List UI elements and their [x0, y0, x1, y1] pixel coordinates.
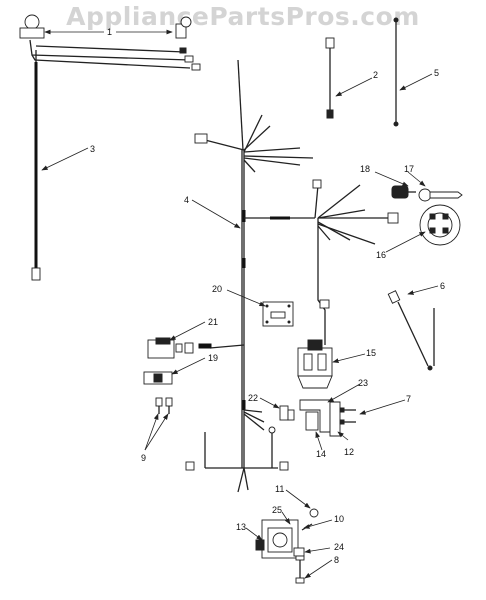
callout-15: 15	[366, 348, 376, 358]
callout-2: 2	[373, 70, 378, 80]
callout-11: 11	[275, 484, 284, 494]
part-5-wire	[393, 17, 399, 127]
callout-1: 1	[107, 27, 112, 37]
callout-5: 5	[434, 68, 439, 78]
callout-9: 9	[141, 453, 146, 463]
callout-25: 25	[272, 505, 282, 515]
part-18-key-cover	[391, 185, 416, 199]
part-6-wire	[387, 290, 435, 371]
part-19-connector	[143, 371, 173, 385]
part-4-main-harness	[185, 59, 399, 493]
callout-3: 3	[90, 144, 95, 154]
callout-19: 19	[208, 353, 218, 363]
callout-labels: 1 2 3 4 5 6 7 8 9 10 11 12 13 14 15 16 1…	[90, 27, 445, 565]
part-15-pto-switch	[297, 339, 333, 389]
callout-6: 6	[440, 281, 445, 291]
callout-18: 18	[360, 164, 370, 174]
callout-4: 4	[184, 195, 189, 205]
part-solenoid-assembly	[255, 508, 319, 584]
callout-12: 12	[344, 447, 354, 457]
part-16-ignition-switch	[419, 204, 461, 246]
callout-22: 22	[248, 393, 258, 403]
part-21-relay	[147, 337, 194, 359]
callout-10: 10	[334, 514, 344, 524]
part-2-wire	[325, 37, 335, 119]
part-1-headlight-harness	[19, 14, 201, 71]
callout-24: 24	[334, 542, 344, 552]
callout-8: 8	[334, 555, 339, 565]
callout-23: 23	[358, 378, 368, 388]
part-20-switch-plate	[262, 301, 294, 327]
callout-20: 20	[212, 284, 222, 294]
callout-16: 16	[376, 250, 386, 260]
callout-7: 7	[406, 394, 411, 404]
callout-14: 14	[316, 449, 326, 459]
part-switch-bracket	[279, 399, 356, 437]
leader-lines	[41, 29, 439, 579]
part-3-wire	[31, 50, 41, 281]
callout-21: 21	[208, 317, 218, 327]
part-9-terminals	[155, 397, 173, 414]
callout-17: 17	[404, 164, 414, 174]
part-17-key	[418, 188, 463, 202]
callout-13: 13	[236, 522, 246, 532]
watermark: AppliancePartsPros.com	[66, 2, 420, 31]
